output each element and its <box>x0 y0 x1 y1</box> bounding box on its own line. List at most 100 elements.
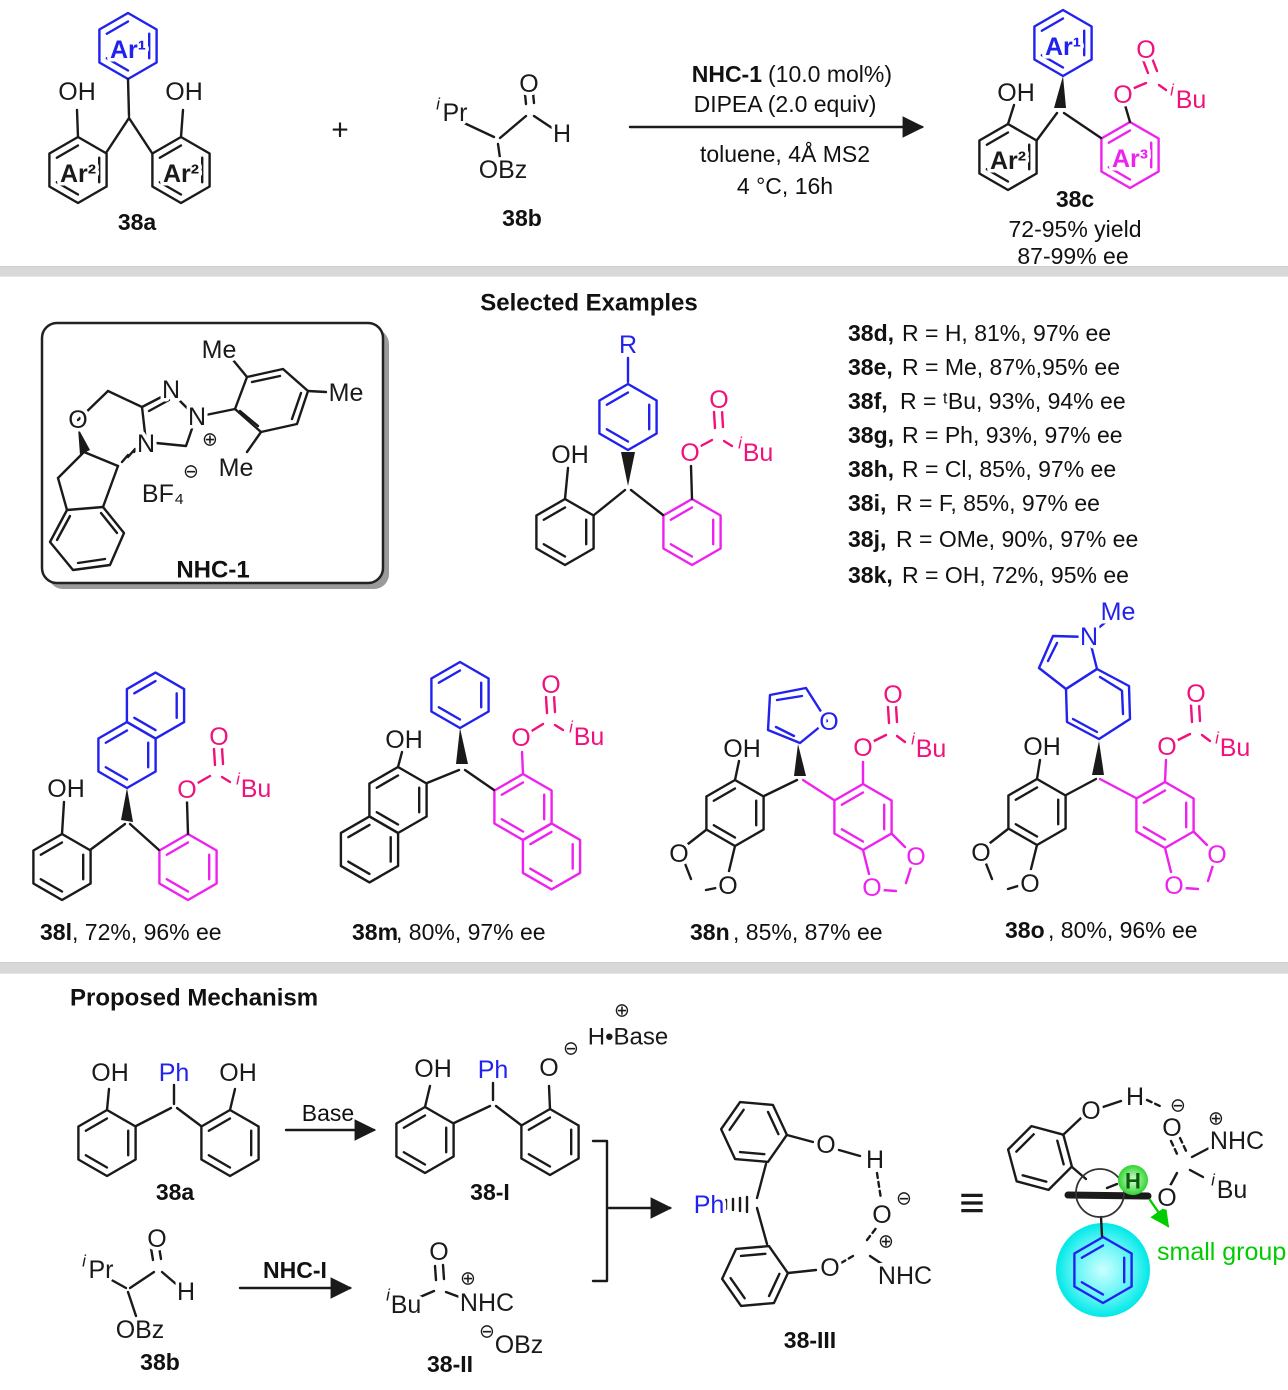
ar2-label: Ar² <box>163 160 199 188</box>
reaction-arrow: NHC-1 (10.0 mol%) DIPEA (2.0 equiv) tolu… <box>628 61 925 199</box>
green-h-highlight <box>1118 1165 1148 1195</box>
template-molecule-structure: R OH O O i Bu <box>535 328 777 567</box>
dioxole-o: O <box>669 840 688 868</box>
arrow-label-base: Base <box>302 1100 354 1126</box>
compound-label-38b: 38b <box>502 205 542 231</box>
ester-o: O <box>1157 1184 1176 1212</box>
ar3-label: Ar³ <box>1112 145 1148 173</box>
ar2-label: Ar² <box>990 147 1026 175</box>
phenol-h: H <box>1126 1083 1144 1111</box>
r-substituent-label: R <box>619 331 637 359</box>
ester-o: O <box>820 1254 839 1282</box>
entry-text: R = F, 85%, 97% ee <box>896 490 1100 516</box>
entry-text: R = H, 81%, 97% ee <box>902 320 1111 346</box>
condition-base: DIPEA (2.0 equiv) <box>694 91 877 117</box>
result-38m: , 80%, 97% ee <box>396 919 546 945</box>
ibu-label: Bu <box>574 723 605 751</box>
methyl-label: Me <box>202 336 237 364</box>
obz-label: OBz <box>479 156 528 184</box>
indole-n: N <box>1080 623 1098 651</box>
hydroxyl-label: OH <box>47 775 85 803</box>
yield-range: 72-95% yield <box>1009 216 1142 242</box>
nhc-arrow: NHC-I <box>238 1257 353 1299</box>
isopropyl-i: i <box>82 1252 87 1271</box>
molecule-38n-structure: O OH O O O O O O i Bu 38n , 85%, 87% ee <box>666 678 950 946</box>
catalyst-label: NHC-1 <box>176 557 249 584</box>
hydroxyl-label: OH <box>723 735 761 763</box>
plus-charge-icon: ⊕ <box>1208 1109 1224 1130</box>
ester-o: O <box>177 776 196 804</box>
ibu-i: i <box>1170 81 1175 100</box>
entry-text: R = Me, 87%,95% ee <box>902 354 1120 380</box>
nhc1-catalyst-box: O N N N ⊕ Me Me Me BF₄ ⊖ NHC-1 <box>40 321 389 589</box>
plus-charge-icon: ⊕ <box>878 1232 894 1253</box>
entry-id: 38j, <box>848 526 886 552</box>
phenolate-o: O <box>539 1054 558 1082</box>
compound-label-38I: 38-I <box>470 1179 510 1205</box>
entry-text: R = OMe, 90%, 97% ee <box>896 526 1138 552</box>
top-reaction-scheme: OH OH Ar¹ Ar² Ar² 38a + i Pr O H OBz 38b… <box>48 8 1210 266</box>
dioxole-o: O <box>1164 872 1183 900</box>
mech-38I-structure: OH Ph O ⊖ H•Base ⊕ 38-I <box>395 999 672 1205</box>
entry-text: R = Cl, 85%, 97% ee <box>902 456 1116 482</box>
phenol-o: O <box>1081 1097 1100 1125</box>
mech-38II-structure: i Bu O ⊕ NHC ⊖ OBz 38-II <box>383 1235 547 1378</box>
ar1-label: Ar¹ <box>1045 33 1081 61</box>
condition-temperature: 4 °C, 16h <box>737 173 833 199</box>
compound-label-38II: 38-II <box>427 1351 473 1377</box>
selected-examples-heading: Selected Examples <box>480 290 697 317</box>
ibu-label: Bu <box>391 1291 422 1319</box>
entry-id: 38d, <box>848 320 894 346</box>
selected-examples-section: Selected Examples <box>32 290 1254 946</box>
stereo-model-structure: O H ⊖ O ⊕ NHC i Bu O H small group <box>1002 1080 1286 1317</box>
ibu-label: Bu <box>241 775 272 803</box>
ar2-label: Ar² <box>60 160 96 188</box>
section-divider <box>0 266 1288 277</box>
oxyanion-o: O <box>1162 1114 1181 1142</box>
base-arrow: Base <box>284 1100 377 1141</box>
molecule-38m-structure: OH O O i Bu 38m , 80%, 97% ee <box>339 660 608 945</box>
ester-o: O <box>511 724 530 752</box>
nhc-label: NHC <box>878 1262 932 1290</box>
plus-charge-icon: ⊕ <box>202 430 218 451</box>
phenyl-label: Ph <box>159 1059 190 1087</box>
result-38n: , 85%, 87% ee <box>733 919 883 945</box>
ibu-label: Bu <box>1176 86 1207 114</box>
entry-text: R = Ph, 93%, 97% ee <box>902 422 1123 448</box>
mechanism-heading: Proposed Mechanism <box>70 985 318 1012</box>
ee-range: 87-99% ee <box>1017 243 1128 266</box>
triazole-n: N <box>162 376 180 404</box>
hydroxyl-label: OH <box>58 78 96 106</box>
furan-o: O <box>819 708 838 736</box>
condition-catalyst: NHC-1 <box>692 61 762 87</box>
ibu-label: Bu <box>1220 734 1251 762</box>
ester-o: O <box>1113 81 1132 109</box>
carbonyl-o: O <box>1136 36 1155 64</box>
mech-38III-structure: Ph O H ⊖ O ⊕ NHC O 38-III <box>690 1088 936 1353</box>
dioxole-o: O <box>1207 841 1226 869</box>
phenyl-label: Ph <box>694 1191 725 1219</box>
section-divider <box>0 962 1288 974</box>
plus-charge-icon: ⊕ <box>614 1001 630 1022</box>
compound-label-38n: 38n <box>690 919 730 945</box>
carbonyl-o: O <box>519 70 538 98</box>
compound-label-38a: 38a <box>118 209 157 235</box>
entry-id: 38e, <box>848 354 893 380</box>
ester-o: O <box>853 734 872 762</box>
methyl-label: Me <box>1101 598 1136 626</box>
carbonyl-o: O <box>709 386 728 414</box>
nhc-label: NHC <box>460 1289 514 1317</box>
ibu-label: Bu <box>1217 1176 1248 1204</box>
small-group-annotation: small group <box>1157 1238 1286 1266</box>
entry-id: 38g, <box>848 422 894 448</box>
dioxole-o: O <box>971 839 990 867</box>
triazole-n: N <box>188 403 206 431</box>
ibu-i: i <box>1211 1171 1216 1190</box>
highlighted-h: H <box>1125 1169 1141 1194</box>
nhc-label: NHC <box>1210 1127 1264 1155</box>
minus-charge-icon: ⊖ <box>183 462 199 483</box>
carbonyl-o: O <box>147 1225 166 1253</box>
equivalence-icon: ≡ <box>959 1179 985 1228</box>
mech-38a-structure: OH Ph OH 38a <box>77 1056 260 1205</box>
